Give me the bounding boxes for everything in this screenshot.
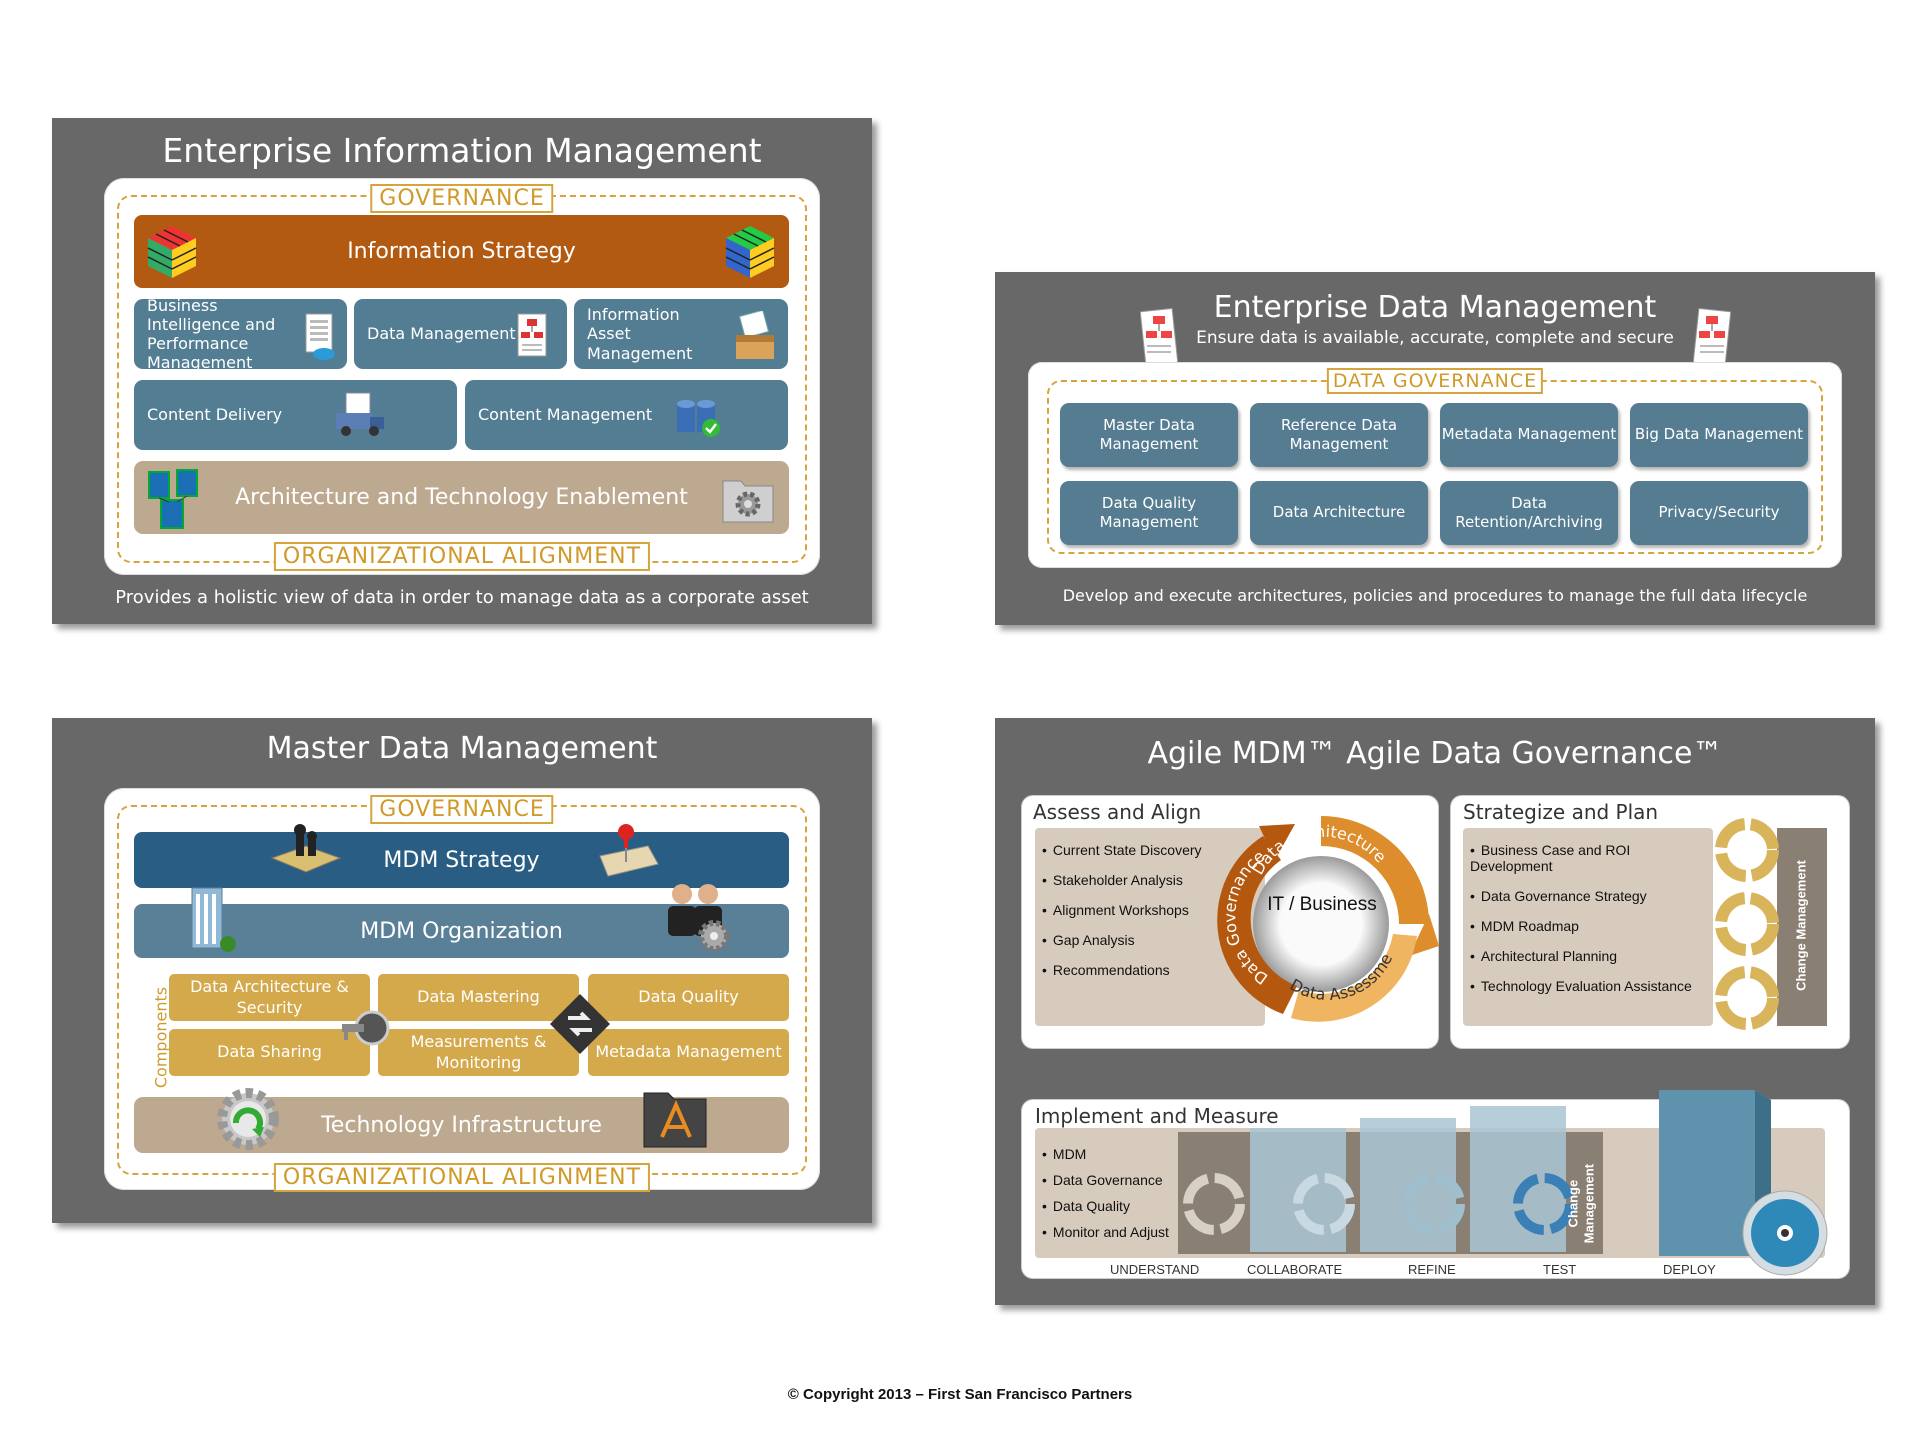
edm-footer: Develop and execute architectures, polic… bbox=[1062, 586, 1808, 605]
eim-panel: Enterprise Information Management GOVERN… bbox=[52, 118, 872, 624]
assess-heading: Assess and Align bbox=[1033, 800, 1202, 824]
mdm-strategy-label: MDM Strategy bbox=[383, 847, 540, 873]
eim-footer: Provides a holistic view of data in orde… bbox=[115, 587, 809, 608]
data-architecture-box: Data Architecture bbox=[1250, 481, 1428, 545]
building-icon bbox=[191, 887, 236, 952]
disc-icon bbox=[1742, 1190, 1828, 1276]
database-icon bbox=[677, 400, 720, 437]
cycle-center-label: IT / Business bbox=[1267, 894, 1377, 915]
implement-change-label: Change Management bbox=[1565, 1163, 1596, 1244]
list-item: MDM Roadmap bbox=[1470, 918, 1695, 934]
content-management-box: Content Management bbox=[465, 380, 788, 450]
mdm-organization-label: MDM Organization bbox=[360, 918, 563, 944]
list-item: Stakeholder Analysis bbox=[1042, 872, 1202, 888]
eim-title: Enterprise Information Management bbox=[162, 131, 762, 170]
strategize-heading: Strategize and Plan bbox=[1463, 800, 1659, 824]
mdm-panel: Master Data Management GOVERNANCE MDM St… bbox=[52, 718, 872, 1223]
data-management-label: Data Management bbox=[367, 324, 516, 344]
gear-folder-icon bbox=[722, 480, 774, 523]
agile-panel: Agile MDM™ Agile Data Governance™ Assess… bbox=[995, 718, 1875, 1305]
list-item: Data Quality bbox=[1042, 1198, 1169, 1214]
recycle-gear-icon bbox=[217, 1088, 279, 1150]
list-item: Architectural Planning bbox=[1470, 948, 1695, 964]
stage-deploy: DEPLOY bbox=[1663, 1262, 1716, 1277]
data-retention-box: Data Retention/Archiving bbox=[1440, 481, 1618, 545]
components-label: Components bbox=[151, 986, 171, 1089]
cycle-diagram: Data Architecture Data Governance Data A… bbox=[1203, 796, 1439, 1022]
metadata-box: Metadata Management bbox=[1440, 403, 1618, 467]
reference-data-box: Reference Data Management bbox=[1250, 403, 1428, 467]
app-folder-icon bbox=[643, 1092, 707, 1148]
strategize-change-column bbox=[1777, 828, 1827, 1026]
shield-arrows-icon bbox=[550, 994, 610, 1054]
information-asset-label: Information Asset Management bbox=[587, 305, 693, 363]
stage-understand: UNDERSTAND bbox=[1110, 1262, 1200, 1277]
list-item: Monitor and Adjust bbox=[1042, 1224, 1169, 1240]
component-data-sharing: Data Sharing bbox=[169, 1029, 370, 1076]
component-measurements: Measurements & Monitoring bbox=[378, 1029, 579, 1076]
edm-panel: Enterprise Data Management Ensure data i… bbox=[995, 272, 1875, 625]
chart-report-icon bbox=[1693, 307, 1731, 367]
bi-performance-label: Business Intelligence and Performance Ma… bbox=[147, 295, 276, 373]
edm-title: Enterprise Data Management bbox=[1213, 290, 1657, 325]
content-management-label: Content Management bbox=[478, 405, 653, 425]
implement-stages-graphic bbox=[1183, 1106, 1575, 1252]
stage-collaborate: COLLABORATE bbox=[1247, 1262, 1343, 1277]
list-item: Technology Evaluation Assistance bbox=[1470, 978, 1695, 994]
list-item: Business Case and ROI Development bbox=[1470, 842, 1695, 874]
component-metadata: Metadata Management bbox=[588, 1029, 789, 1076]
list-item: Recommendations bbox=[1042, 962, 1202, 978]
chart-report-icon bbox=[517, 313, 547, 357]
mdm-governance-label: GOVERNANCE bbox=[370, 795, 554, 824]
list-item: MDM bbox=[1042, 1146, 1169, 1162]
rubiks-cube-icon bbox=[725, 226, 775, 278]
big-data-box: Big Data Management bbox=[1630, 403, 1808, 467]
chart-report-icon bbox=[1140, 307, 1178, 367]
stage-test: TEST bbox=[1543, 1262, 1577, 1277]
component-data-architecture: Data Architecture & Security bbox=[169, 974, 370, 1021]
copyright-notice: © Copyright 2013 – First San Francisco P… bbox=[787, 1386, 1133, 1403]
strategize-list: Business Case and ROI Development Data G… bbox=[1470, 842, 1695, 1008]
privacy-security-box: Privacy/Security bbox=[1630, 481, 1808, 545]
pushpin-map-icon bbox=[599, 824, 659, 877]
list-item: Alignment Workshops bbox=[1042, 902, 1202, 918]
key-icon bbox=[342, 1010, 390, 1046]
rubiks-cube-icon bbox=[147, 226, 197, 278]
edm-governance-label: DATA GOVERNANCE bbox=[1326, 368, 1544, 394]
eim-governance-label: GOVERNANCE bbox=[370, 184, 554, 213]
network-server-icon bbox=[148, 469, 198, 529]
agile-title: Agile MDM™ Agile Data Governance™ bbox=[1147, 736, 1723, 771]
mdm-alignment-label: ORGANIZATIONAL ALIGNMENT bbox=[273, 1163, 651, 1192]
people-gear-icon bbox=[668, 884, 730, 952]
content-delivery-box: Content Delivery bbox=[134, 380, 457, 450]
information-strategy-band: Information Strategy bbox=[134, 215, 789, 288]
list-item: Data Governance Strategy bbox=[1470, 888, 1695, 904]
list-item: Gap Analysis bbox=[1042, 932, 1202, 948]
list-item: Current State Discovery bbox=[1042, 842, 1202, 858]
data-quality-box: Data Quality Management bbox=[1060, 481, 1238, 545]
truck-icon bbox=[336, 392, 384, 436]
component-data-quality: Data Quality bbox=[588, 974, 789, 1021]
assess-list: Current State Discovery Stakeholder Anal… bbox=[1042, 842, 1202, 992]
information-strategy-label: Information Strategy bbox=[347, 239, 576, 264]
cycle-arrows-icon bbox=[1715, 818, 1779, 1030]
mdm-strategy-band: MDM Strategy bbox=[134, 832, 789, 888]
implement-list: MDM Data Governance Data Quality Monitor… bbox=[1042, 1146, 1169, 1254]
architecture-band: Architecture and Technology Enablement bbox=[134, 461, 789, 534]
edm-subtitle: Ensure data is available, accurate, comp… bbox=[1196, 328, 1674, 348]
architecture-label: Architecture and Technology Enablement bbox=[235, 485, 688, 510]
content-delivery-label: Content Delivery bbox=[147, 405, 283, 425]
technology-infrastructure-label: Technology Infrastructure bbox=[321, 1112, 602, 1138]
implement-heading: Implement and Measure bbox=[1035, 1104, 1279, 1128]
strategize-change-label: Change Management bbox=[1793, 860, 1809, 991]
eim-alignment-label: ORGANIZATIONAL ALIGNMENT bbox=[273, 542, 651, 571]
report-icon bbox=[305, 313, 335, 360]
chess-icon bbox=[270, 824, 342, 873]
mdm-title: Master Data Management bbox=[266, 731, 658, 766]
component-data-mastering: Data Mastering bbox=[378, 974, 579, 1021]
list-item: Data Governance bbox=[1042, 1172, 1169, 1188]
master-data-box: Master Data Management bbox=[1060, 403, 1238, 467]
document-box-icon bbox=[736, 311, 774, 359]
stage-refine: REFINE bbox=[1408, 1262, 1456, 1277]
